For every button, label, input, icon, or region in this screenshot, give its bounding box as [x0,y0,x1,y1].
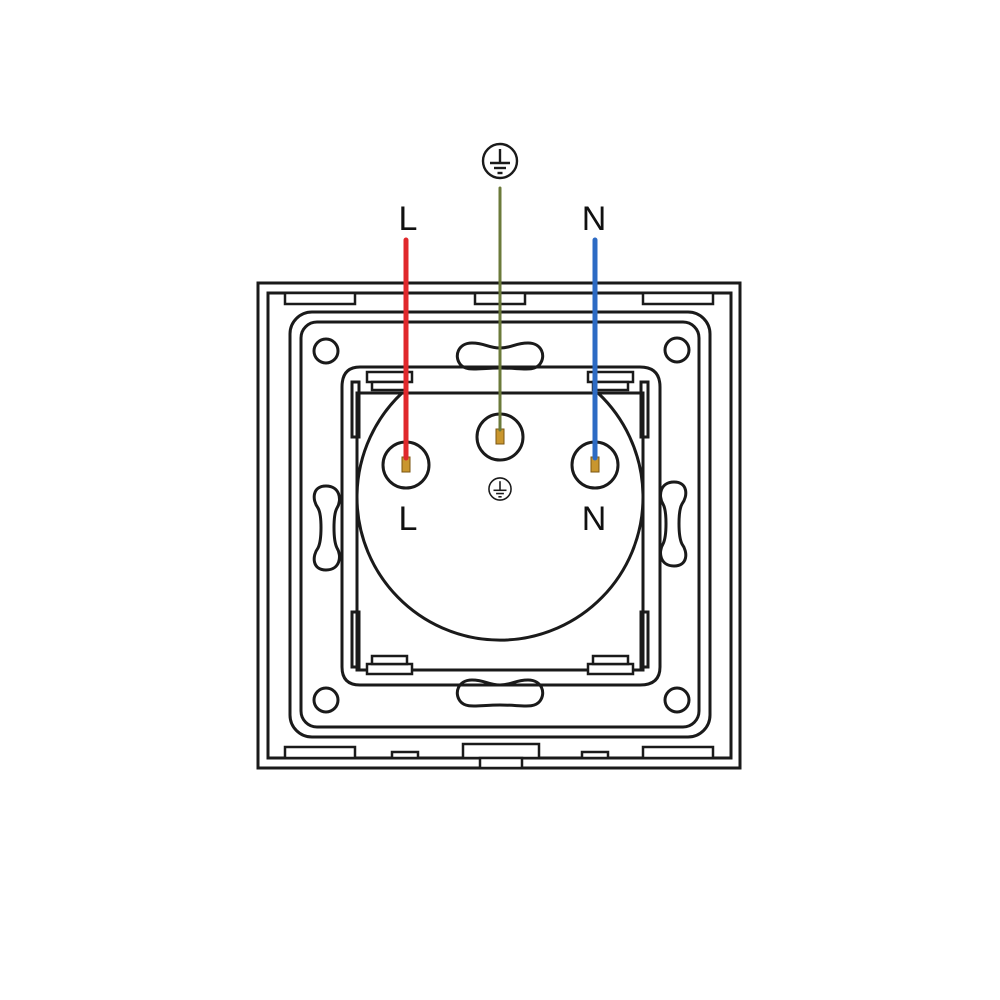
wires [403,186,598,461]
earth-ground-icon [488,477,512,501]
earth-ground-icon [481,142,519,180]
terminal-label-neutral: N [582,500,607,538]
terminal-label-live: L [399,500,418,538]
wire-label-live: L [399,200,418,238]
screw-holes [312,336,691,714]
module-housing [340,365,662,687]
wire-label-neutral: N [582,200,607,238]
socket-body [355,391,645,642]
